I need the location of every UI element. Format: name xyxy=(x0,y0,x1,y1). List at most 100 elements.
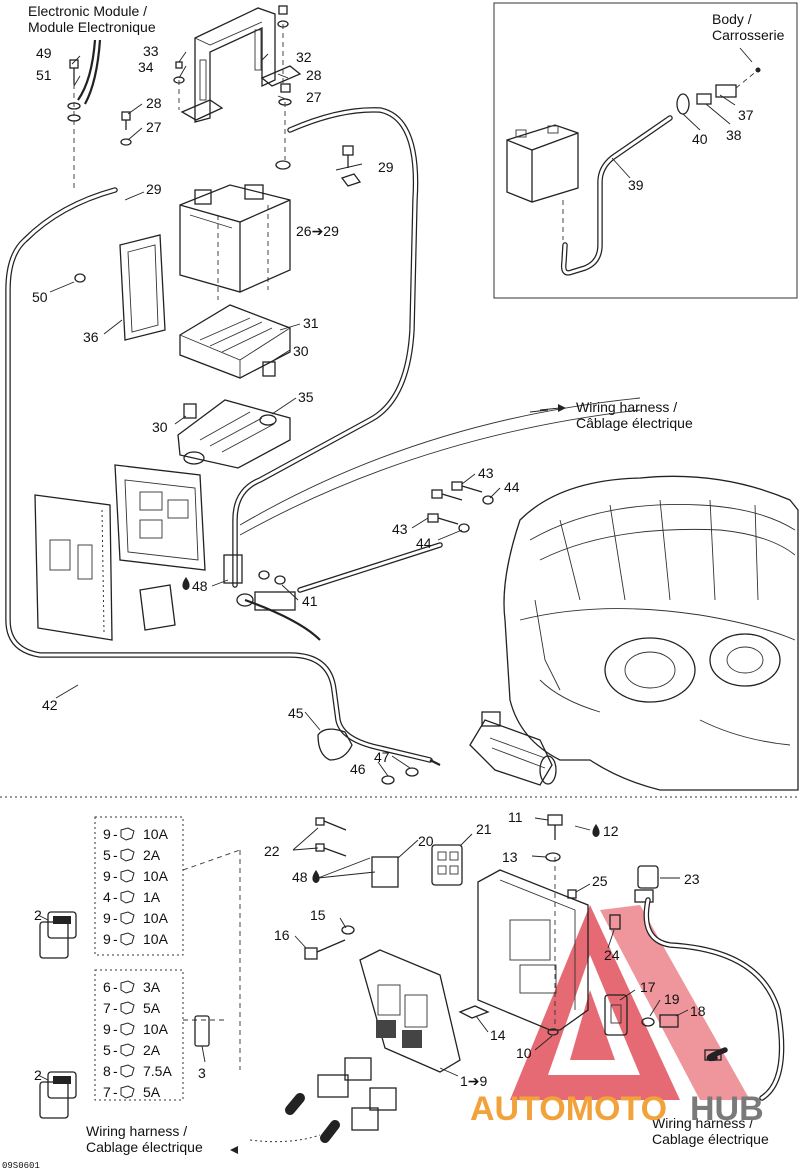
callout-17: 17 xyxy=(640,979,656,995)
callout-23: 23 xyxy=(684,871,700,887)
hardware-bottom xyxy=(304,814,563,960)
callout-13: 13 xyxy=(502,849,518,865)
callout-21: 21 xyxy=(476,821,492,837)
starter-relay-area xyxy=(223,554,296,611)
callout-30a: 30 xyxy=(293,343,309,359)
callout-3: 3 xyxy=(198,1065,206,1081)
callout-28b: 28 xyxy=(146,95,162,111)
callout-33: 33 xyxy=(143,43,159,59)
fuse-dash: - xyxy=(113,868,118,884)
callout-46: 46 xyxy=(350,761,366,777)
fuse-holder-2a xyxy=(39,911,77,959)
callout-2b: 2 xyxy=(34,1067,42,1083)
body-label-1: Body / xyxy=(712,11,752,27)
starter-motor xyxy=(469,711,557,786)
wiring-harness-top-label-2: Câblage électrique xyxy=(576,415,693,431)
drawing-code: 09S0601 xyxy=(2,1161,40,1171)
fuse-position: 9 xyxy=(103,931,111,947)
callout-20: 20 xyxy=(418,833,434,849)
fuse-rating: 7.5A xyxy=(143,1063,172,1079)
callout-42: 42 xyxy=(42,697,58,713)
fuse-row: 9-10A xyxy=(103,931,169,947)
callout-11: 11 xyxy=(508,809,523,825)
fuse-position: 7 xyxy=(103,1000,111,1016)
electronic-module-plate xyxy=(34,464,206,641)
fuse-position: 9 xyxy=(103,1021,111,1037)
callout-32: 32 xyxy=(296,49,312,65)
battery-pad-36 xyxy=(119,234,166,341)
callout-22: 22 xyxy=(264,843,280,859)
fuse-row: 9-10A xyxy=(103,826,169,842)
fuse-dash: - xyxy=(113,1042,118,1058)
fuse-rating: 10A xyxy=(143,1021,169,1037)
fuse-rating: 2A xyxy=(143,847,161,863)
bolts-43-44 xyxy=(427,481,494,533)
mounting-bracket-10 xyxy=(477,857,589,1036)
electronic-module-label-1: Electronic Module / xyxy=(28,3,147,19)
fuse-row: 5-2A xyxy=(103,847,161,863)
drop-icon xyxy=(182,577,190,590)
callout-27b: 27 xyxy=(146,119,162,135)
fuse-rating: 3A xyxy=(143,979,161,995)
battery-tray-31 xyxy=(179,304,291,379)
callout-39: 39 xyxy=(628,177,644,193)
fuse-dash: - xyxy=(113,979,118,995)
callout-24: 24 xyxy=(604,947,620,963)
watermark-text-a: AUTOMOTO xyxy=(470,1090,667,1128)
callout-16: 16 xyxy=(274,927,290,943)
fuse-icon xyxy=(120,827,135,841)
callout-26: 26➔29 xyxy=(296,223,339,239)
callout-12: 12 xyxy=(603,823,619,839)
fuse-icon xyxy=(120,1043,135,1057)
fuse-rating: 5A xyxy=(143,1084,161,1100)
callout-48a: 48 xyxy=(192,578,208,594)
fuse-rating: 10A xyxy=(143,931,169,947)
callout-47: 47 xyxy=(374,749,390,765)
fuse-row: 9-10A xyxy=(103,868,169,884)
fuse-row: 9-10A xyxy=(103,1021,169,1037)
callout-44b: 44 xyxy=(416,535,432,551)
fuse-position: 6 xyxy=(103,979,111,995)
fuse-row: 8-7.5A xyxy=(103,1063,172,1079)
fuse-position: 9 xyxy=(103,910,111,926)
wiring-harness-top-label-1: Wiring harness / xyxy=(576,399,677,415)
callout-15: 15 xyxy=(310,907,326,923)
arrow-left-icon xyxy=(230,1146,238,1154)
fuse-icon xyxy=(120,848,135,862)
fuse-rating: 2A xyxy=(143,1042,161,1058)
callout-1-9: 1➔9 xyxy=(460,1073,488,1089)
callout-37: 37 xyxy=(738,107,754,123)
callout-30b: 30 xyxy=(152,419,168,435)
fuse-position: 4 xyxy=(103,889,111,905)
fuse-dash: - xyxy=(113,847,118,863)
callout-51: 51 xyxy=(36,67,52,83)
callout-49: 49 xyxy=(36,45,52,61)
fuse-rating: 10A xyxy=(143,910,169,926)
inset-battery xyxy=(506,124,579,203)
battery-support-35 xyxy=(177,399,291,469)
callout-19: 19 xyxy=(664,991,680,1007)
fuse-icon xyxy=(120,1001,135,1015)
negative-cable-42 xyxy=(5,187,433,763)
fuse-rating: 10A xyxy=(143,868,169,884)
callout-50: 50 xyxy=(32,289,48,305)
ground-cable-39 xyxy=(560,115,673,276)
battery-26 xyxy=(179,184,291,293)
callout-14: 14 xyxy=(490,1027,506,1043)
watermark-text-b: HUB xyxy=(690,1090,764,1128)
arrow-right-icon xyxy=(558,404,566,412)
terminal-cover-45 xyxy=(317,728,353,761)
positive-cable xyxy=(232,107,419,588)
fuse-row: 5-2A xyxy=(103,1042,161,1058)
hardware-top-left xyxy=(67,5,362,283)
fuse-rating: 1A xyxy=(143,889,161,905)
drop-icon xyxy=(312,870,320,883)
switch-assembly xyxy=(567,889,679,1036)
fuse-dash: - xyxy=(113,889,118,905)
fuse-icon xyxy=(120,1085,135,1099)
relay-20-21 xyxy=(371,844,463,888)
callout-40: 40 xyxy=(692,131,708,147)
fuse-row: 6- 3A xyxy=(103,979,161,995)
